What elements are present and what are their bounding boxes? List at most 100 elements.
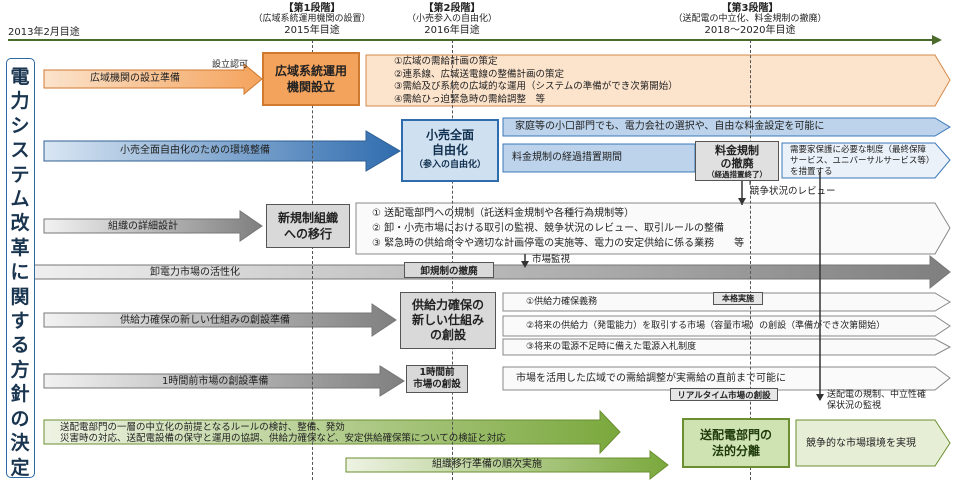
supply-bar-2 [502, 315, 951, 337]
side-title-char: に [10, 261, 30, 284]
supply-prep-arrow [43, 303, 397, 337]
side-title-char: 針 [10, 383, 30, 406]
side-title: 電力システム改革に関する方針の決定 [7, 65, 33, 480]
retail-note-line1: 需要家保護に必要な制度（最終保障 [790, 145, 927, 155]
realtime-market-text: リアルタイム市場の創設 [677, 390, 771, 401]
unbundling-prep-line1: 送配電部門の一層の中立化の前提となるルールの検討、整備、発効 [60, 422, 345, 433]
wide-area-org-box: 広域系統運用 機関設立 [262, 52, 360, 106]
side-title-char: の [10, 407, 30, 430]
org-transition-label: 組織移行準備の順次実施 [432, 459, 542, 470]
market-monitor-label: 市場監視 [532, 254, 571, 265]
abolish-line2: の撤廃 [720, 156, 754, 170]
stage3-desc: （送配電の中立化、料金規制の撤廃） [673, 14, 827, 24]
retail-prep-arrow [43, 130, 401, 172]
retail-box-line2: 自由化 [431, 143, 468, 157]
stage1-desc: （広域系統運用機関の設置） [253, 14, 371, 24]
approval-label: 設立認可 [212, 60, 249, 70]
retail-box-line3: （参入の自由化） [413, 160, 486, 170]
org-item-3: ③ 緊急時の供給命令や適切な計画停電の実施等、電力の安定供給に係る業務 等 [372, 238, 745, 249]
wide-area-box-line1: 広域系統運用 [274, 64, 347, 78]
org-items-panel [355, 202, 951, 255]
abolish-line1: 料金規制 [715, 143, 759, 157]
abolish-line3: （経過措置終了） [707, 169, 767, 179]
retail-box-line1: 小売全面 [425, 128, 474, 142]
timeline-arrowhead [932, 35, 942, 45]
unbundling-prep-arrow [43, 409, 621, 455]
supply-bar-1-text: ①供給力確保義務 [526, 297, 598, 307]
competition-review-label: 競争状況のレビュー [750, 186, 836, 197]
stage1-title: 【第1段階】 [283, 3, 341, 14]
stage2-title: 【第2段階】 [423, 3, 481, 14]
stage1-header: 【第1段階】 （広域系統運用機関の設置） 2015年目途 [247, 3, 377, 36]
wide-area-prep-label: 広域機関の設立準備 [90, 73, 180, 84]
stage1-line [312, 40, 313, 480]
hour-ahead-prep-label: 1時間前市場の創設準備 [162, 376, 269, 387]
hour-ahead-box-line2: 市場の創設 [413, 379, 461, 390]
hour-ahead-prep-arrow [43, 365, 405, 397]
rate-regulation-abolish-box: 料金規制 の撤廃 （経過措置終了） [695, 141, 779, 181]
supply-bar-3-text: ③将来の電源不足時に備えた電源入札制度 [526, 342, 697, 352]
org-design-arrow [43, 210, 263, 242]
side-title-char: テ [10, 163, 30, 186]
policy-side-panel: 電力システム改革に関する方針の決定 [6, 58, 35, 480]
unbundling-note: 送配電の規制、中立性確 保状況の監視 [827, 390, 926, 412]
hour-ahead-box: 1時間前 市場の創設 [406, 365, 468, 393]
unbundling-prep-line2: 災害時の対応、送配電設備の保守と運用の協調、供給力確保など、安定供給確保策につい… [60, 433, 506, 444]
supply-bar-3 [502, 338, 952, 356]
org-items: ① 送配電部門への規制（託送料金規制や各種行為規制等） ② 卸・小売市場における… [372, 206, 744, 251]
timeline-start-label: 2013年2月目途 [8, 27, 80, 38]
new-regulator-line2: への移行 [283, 227, 332, 241]
wide-area-item-4: ④需給ひっ迫緊急時の需給調整 等 [394, 93, 546, 105]
retail-top-bar [502, 117, 951, 137]
wide-area-box-line2: 機関設立 [286, 80, 335, 94]
side-title-char: 関 [10, 285, 30, 308]
wide-area-item-1: ①広域の需給計画の策定 [394, 56, 498, 67]
side-title-char: ス [10, 139, 30, 162]
wholesale-abolish-box: 卸規制の撤廃 [404, 262, 494, 278]
unbundling-note-line1: 送配電の規制、中立性確 [827, 390, 927, 400]
wide-area-item-3: ③需給及び系統の広域的な運用（システムの準備ができ次第開始） [394, 81, 678, 92]
stage3-line [750, 40, 751, 480]
retail-note-panel [781, 142, 951, 179]
hour-ahead-bar-text: 市場を活用した広域での需給調整が実需給の直前まで可能に [516, 373, 786, 384]
stage2-header: 【第2段階】 （小売参入の自由化） 2016年目途 [387, 3, 517, 36]
legal-unbundling-line1: 送配電部門の [699, 428, 772, 442]
org-design-label: 組織の詳細設計 [108, 221, 178, 232]
new-regulator-line1: 新規制組織 [277, 211, 338, 225]
wholesale-abolish-text: 卸規制の撤廃 [420, 266, 478, 277]
supply-prep-label: 供給力確保の新しい仕組みの創設準備 [120, 315, 290, 326]
side-title-char: す [10, 310, 30, 333]
transition-bar-text: 料金規制の経過措置期間 [512, 152, 622, 163]
legal-unbundling-line2: 法的分離 [711, 444, 760, 458]
stage2-desc: （小売参入の自由化） [406, 14, 497, 24]
side-title-char: 電 [10, 66, 30, 88]
side-title-char: 決 [10, 432, 30, 455]
side-title-char: 改 [10, 212, 30, 235]
stage1-target: 2015年目途 [284, 25, 340, 36]
new-regulator-box: 新規制組織 への移行 [266, 204, 350, 248]
unbundling-prep-text: 送配電部門の一層の中立化の前提となるルールの検討、整備、発効 災害時の対応、送配… [60, 422, 506, 444]
supply-box-line2: 新しい仕組み [411, 313, 484, 327]
supply-box-line1: 供給力確保の [411, 298, 484, 312]
realtime-market-tag: リアルタイム市場の創設 [670, 388, 778, 401]
wide-area-items-panel [365, 54, 951, 107]
hour-ahead-box-line1: 1時間前 [419, 367, 455, 378]
retail-liberalization-box: 小売全面 自由化 （参入の自由化） [401, 119, 499, 182]
competitive-market-text: 競争的な市場環境を実現 [806, 438, 916, 449]
supply-bar-2-text: ②将来の供給力（発電能力）を取引する市場（容量市場）の創設（準備ができ次第開始） [526, 321, 886, 331]
stage2-line [452, 40, 453, 480]
wide-area-item-2: ②連系線、広域送電線の整備計画の策定 [394, 68, 565, 80]
org-item-2: ② 卸・小売市場における取引の監視、競争状況のレビュー、取引ルールの整備 [372, 223, 725, 234]
side-title-char: 革 [10, 236, 30, 259]
retail-top-bar-text: 家庭等の小口部門でも、電力会社の選択や、自由な料金設定を可能に [515, 121, 825, 132]
supply-box-line3: の創設 [429, 328, 466, 342]
stage3-title: 【第3段階】 [721, 3, 779, 14]
side-title-char: 力 [10, 90, 30, 113]
retail-note: 需要家保護に必要な制度（最終保障 サービス、ユニバーサルサービス等） を措置する [790, 145, 934, 178]
stage3-target: 2018～2020年目途 [704, 25, 796, 36]
org-item-1: ① 送配電部門への規制（託送料金規制や各種行為規制等） [372, 208, 635, 219]
unbundling-note-line2: 保状況の監視 [827, 401, 882, 411]
wholesale-label: 卸電力市場の活性化 [150, 267, 240, 278]
retail-note-line2: サービス、ユニバーサルサービス等） [790, 156, 935, 166]
